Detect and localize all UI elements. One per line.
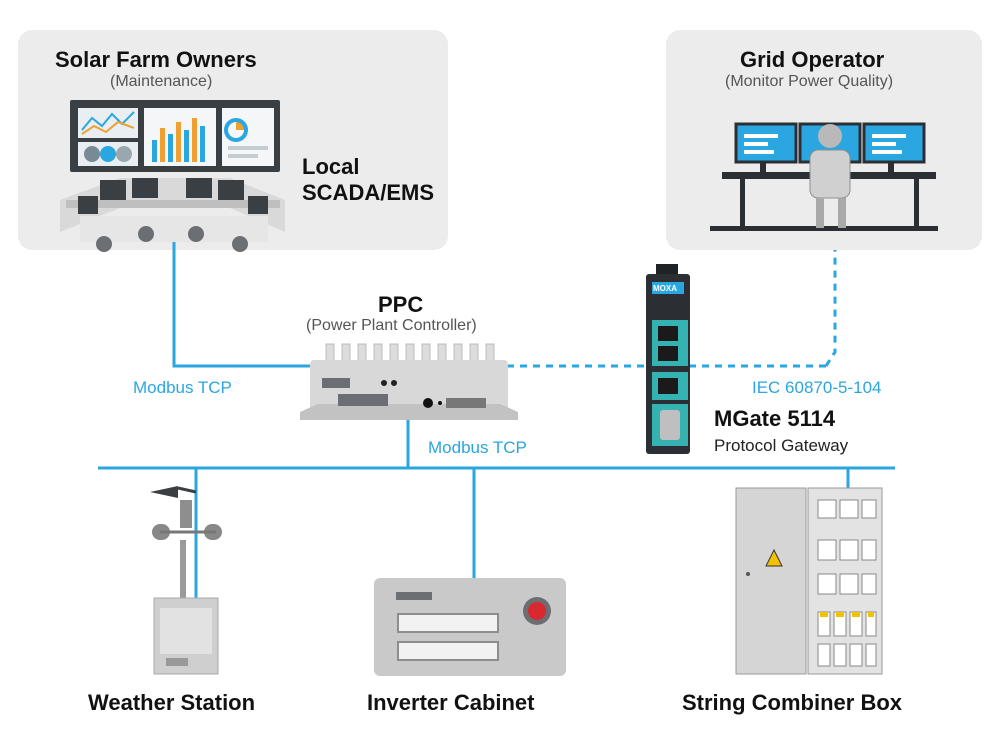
- gateway-name: MGate 5114: [714, 406, 836, 431]
- mgate-gateway-device: [646, 264, 690, 454]
- grid-operator-subtitle: (Monitor Power Quality): [725, 73, 894, 90]
- gateway-brand-label: MOXA: [653, 284, 677, 293]
- modbus-tcp-bus-label: Modbus TCP: [428, 438, 527, 457]
- scada-to-ppc-line: [172, 232, 310, 368]
- inverter-cabinet-label: Inverter Cabinet: [367, 690, 535, 715]
- modbus-tcp-left-label: Modbus TCP: [133, 378, 232, 397]
- ppc-subtitle: (Power Plant Controller): [306, 317, 477, 334]
- scada-label-line2: SCADA/EMS: [302, 180, 435, 205]
- iec-protocol-label: IEC 60870-5-104: [752, 378, 882, 397]
- ppc-device: [300, 343, 518, 420]
- control-room-illustration: [60, 100, 285, 252]
- grid-uplink-dashed-line: [824, 250, 837, 367]
- operator-desk-illustration: [710, 122, 938, 231]
- weather-station-label: Weather Station: [88, 690, 256, 715]
- scada-label-line1: Local: [302, 154, 360, 179]
- owners-title: Solar Farm Owners: [55, 47, 257, 72]
- weather-station-illustration: [150, 486, 222, 675]
- string-combiner-box-illustration: [735, 487, 883, 675]
- ppc-title: PPC: [378, 292, 424, 317]
- string-combiner-box-label: String Combiner Box: [682, 690, 903, 715]
- grid-operator-title: Grid Operator: [740, 47, 885, 72]
- owners-subtitle: (Maintenance): [110, 73, 213, 90]
- connection-lines: [98, 232, 895, 600]
- inverter-cabinet-illustration: [374, 578, 566, 676]
- gateway-description: Protocol Gateway: [714, 436, 849, 455]
